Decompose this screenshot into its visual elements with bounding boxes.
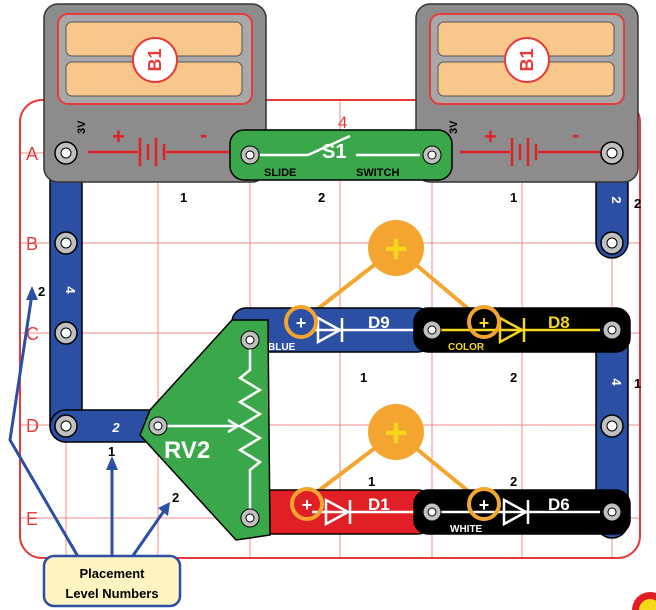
row-label-c: C bbox=[26, 324, 39, 344]
wire-number: 2 bbox=[609, 196, 624, 203]
switch-word-slide: SLIDE bbox=[264, 167, 296, 179]
battery-minus: - bbox=[200, 122, 207, 147]
potentiometer-rv2: RV2 bbox=[139, 319, 271, 541]
row-label-d: D bbox=[26, 416, 39, 436]
battery-symbol-icon bbox=[88, 138, 230, 166]
battery-holder-left: B1 3V + - bbox=[43, 3, 267, 183]
led-label: D8 bbox=[548, 313, 570, 332]
led-label: D6 bbox=[548, 495, 570, 514]
led-label: D1 bbox=[368, 495, 390, 514]
wire-number: 4 bbox=[609, 378, 624, 386]
level-number: 1 bbox=[510, 190, 517, 205]
battery-plus: + bbox=[112, 124, 125, 149]
plus-icon: + bbox=[384, 227, 407, 271]
battery-plus: + bbox=[484, 124, 497, 149]
callout-line-2: Level Numbers bbox=[65, 586, 158, 601]
slide-switch: S1 SLIDE SWITCH 4 bbox=[229, 113, 453, 181]
row-label-a: A bbox=[26, 144, 38, 164]
level-number: 1 bbox=[360, 370, 367, 385]
led-sub-label: BLUE bbox=[268, 342, 296, 353]
corner-badge bbox=[632, 592, 656, 610]
battery-voltage: 3V bbox=[448, 120, 460, 134]
callout-line-1: Placement bbox=[79, 566, 145, 581]
level-number: 2 bbox=[318, 190, 325, 205]
battery-label: B1 bbox=[517, 48, 537, 71]
led-sub-label: WHITE bbox=[450, 524, 483, 535]
callout-arrows bbox=[8, 293, 168, 561]
led-label: D9 bbox=[368, 313, 390, 332]
level-number: 2 bbox=[510, 370, 517, 385]
plus-icon: + bbox=[384, 411, 407, 455]
level-number: 1 bbox=[180, 190, 187, 205]
plus-icon: + bbox=[479, 495, 490, 515]
level-number: 2 bbox=[38, 284, 45, 299]
level-number: 2 bbox=[172, 490, 179, 505]
battery-minus: - bbox=[572, 122, 579, 147]
battery-voltage: 3V bbox=[76, 120, 88, 134]
wire-number: 4 bbox=[63, 286, 78, 294]
connector-wires bbox=[299, 246, 486, 506]
level-number: 2 bbox=[510, 474, 517, 489]
battery-holder-right: B1 3V + - bbox=[415, 3, 639, 183]
level-number: 1 bbox=[634, 376, 641, 391]
plus-icon: + bbox=[479, 313, 490, 333]
plus-icon: + bbox=[296, 313, 307, 333]
switch-label: S1 bbox=[322, 141, 346, 163]
led-d6: D6 WHITE bbox=[413, 489, 631, 535]
switch-level-number: 4 bbox=[338, 113, 347, 132]
row-label-b: B bbox=[26, 234, 38, 254]
led-sub-label: COLOR bbox=[448, 342, 485, 353]
battery-symbol-icon bbox=[460, 138, 600, 166]
wire-number: 2 bbox=[111, 420, 120, 435]
level-number: 1 bbox=[108, 444, 115, 459]
level-number: 1 bbox=[368, 474, 375, 489]
level-numbers: 1 2 1 2 1 2 1 2 1 2 1 2 bbox=[38, 190, 641, 505]
arrowhead-icons bbox=[26, 286, 170, 516]
led-d8: D8 COLOR bbox=[413, 307, 631, 353]
callout-box: Placement Level Numbers bbox=[42, 554, 182, 608]
snap-connectors bbox=[54, 231, 624, 438]
led-d1: D1 bbox=[231, 489, 433, 535]
plus-connectors: + + + + + + bbox=[284, 220, 501, 521]
pot-label: RV2 bbox=[164, 437, 210, 464]
switch-word-switch: SWITCH bbox=[356, 167, 399, 179]
battery-label: B1 bbox=[145, 48, 165, 71]
level-number: 2 bbox=[634, 196, 641, 211]
row-label-e: E bbox=[26, 509, 38, 529]
plus-icon: + bbox=[302, 495, 313, 515]
